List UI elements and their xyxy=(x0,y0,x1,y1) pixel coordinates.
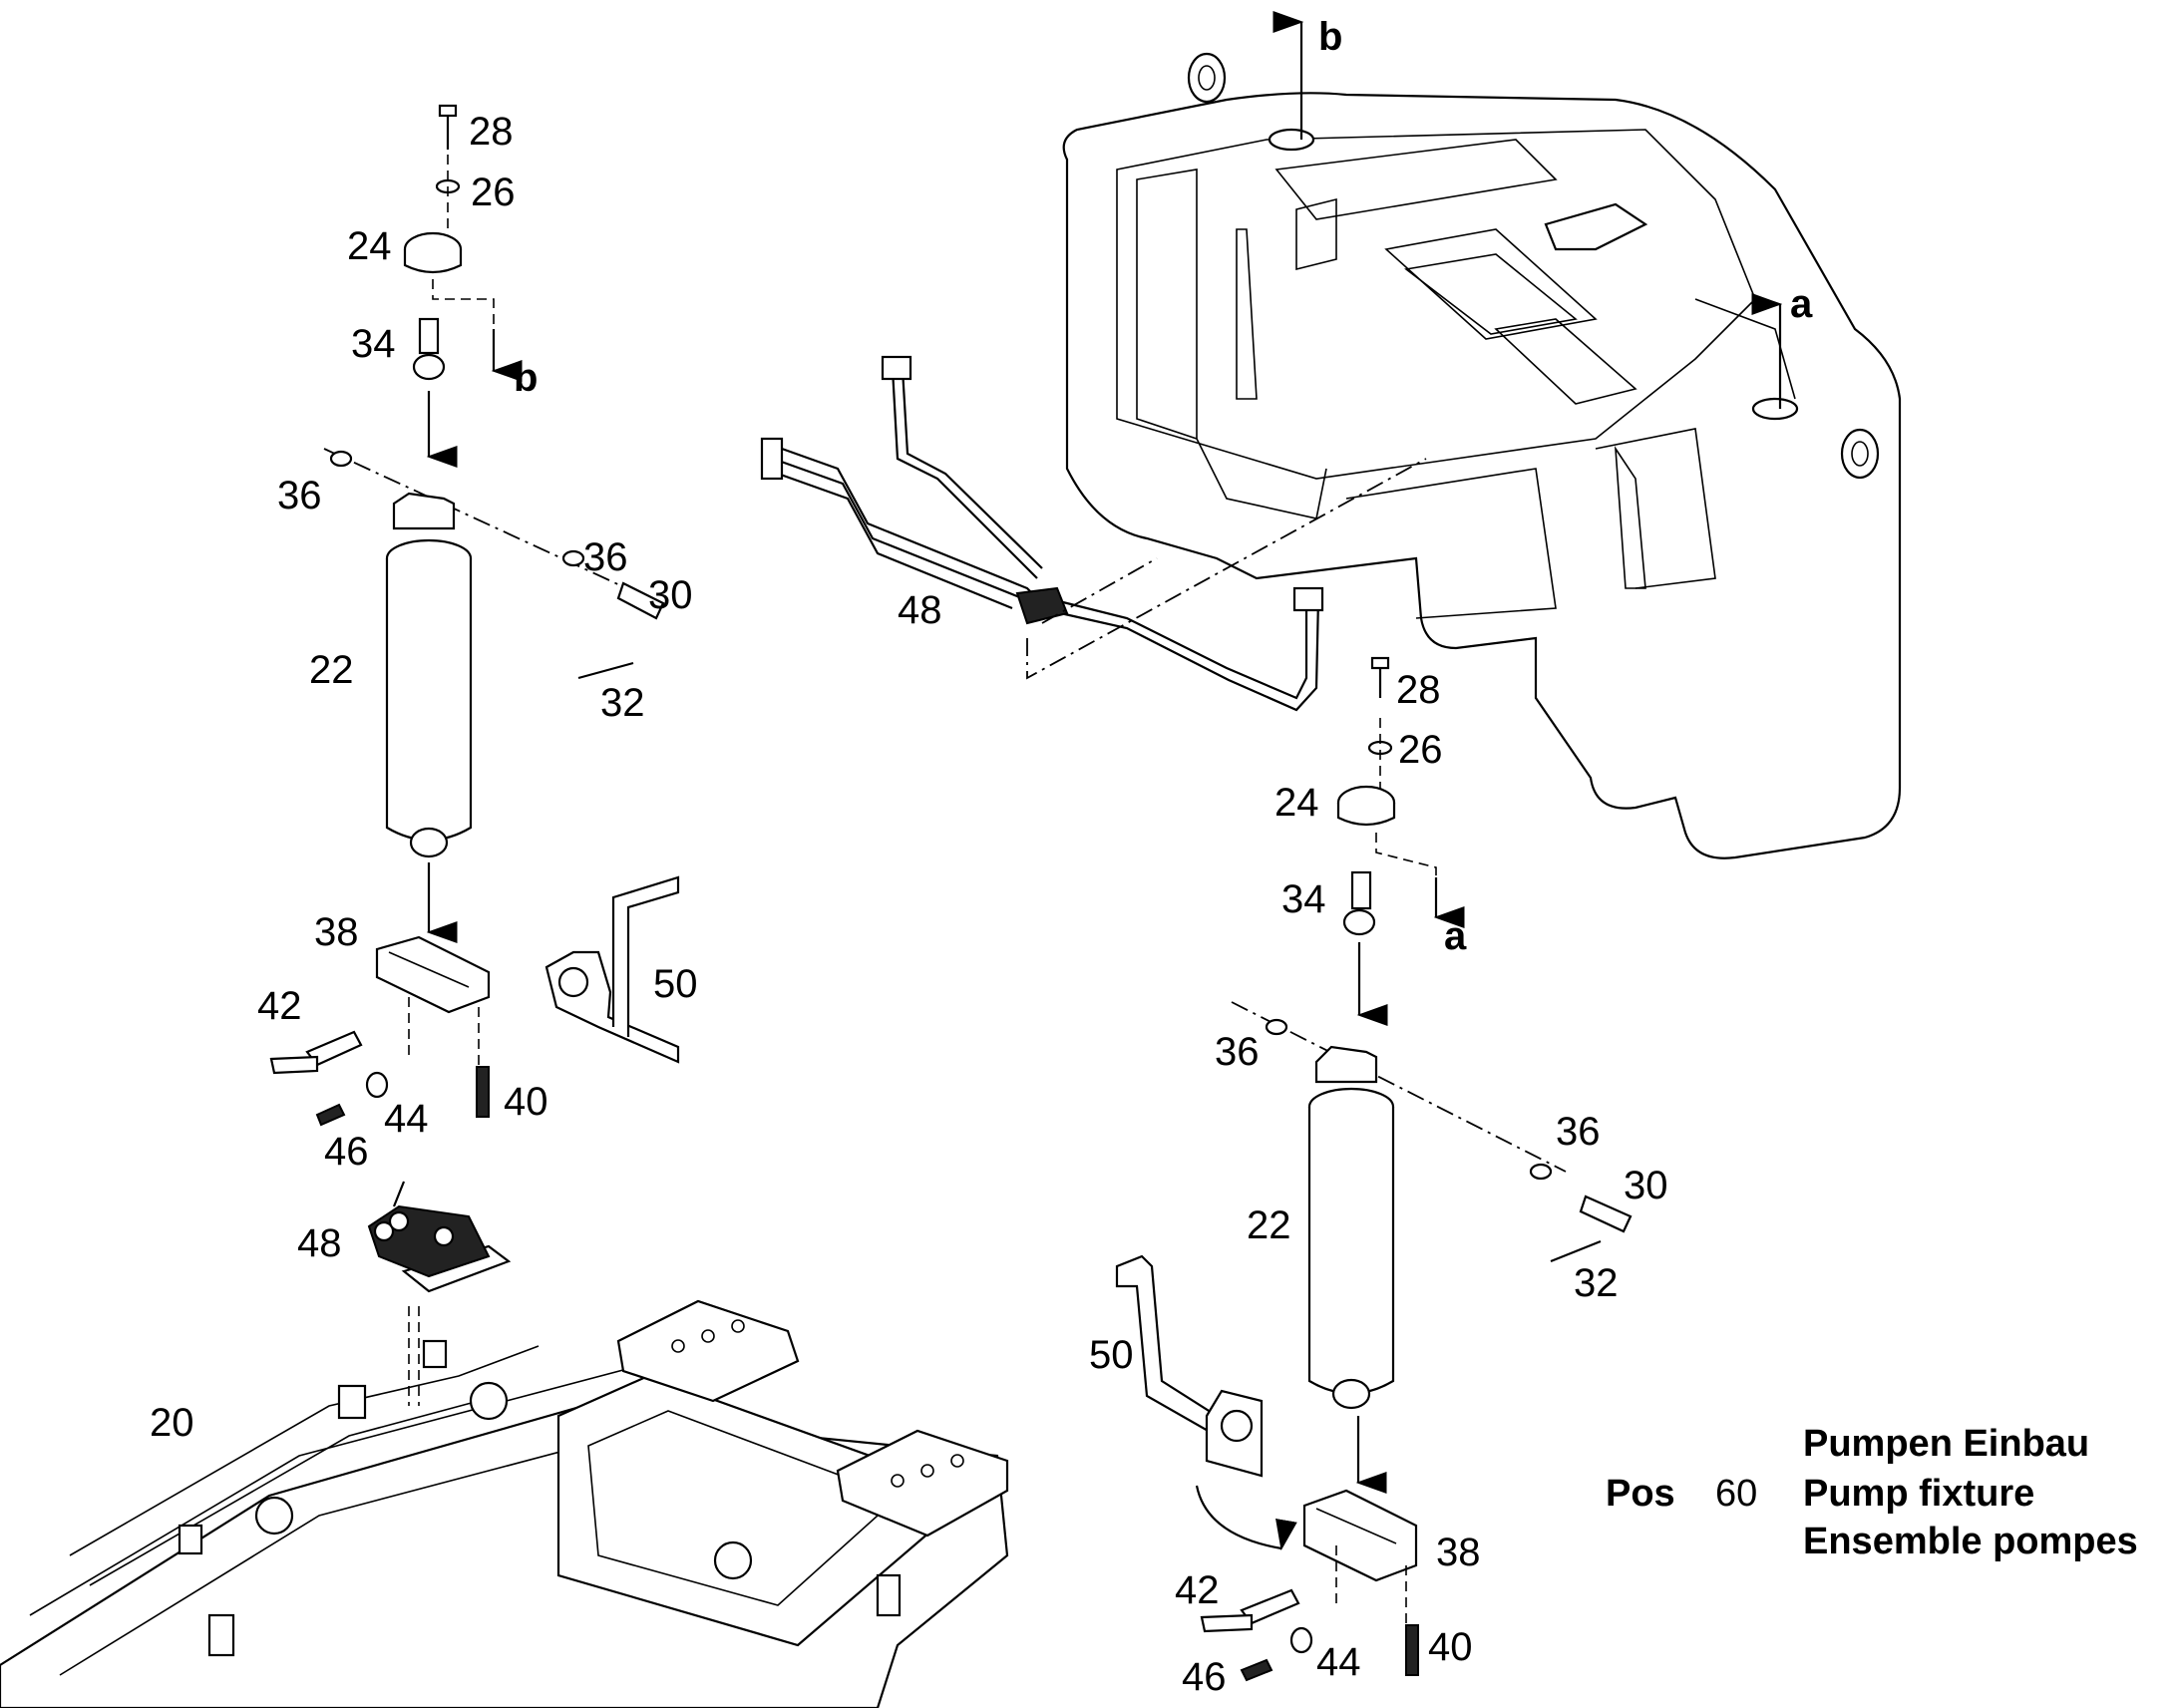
label-26-right: 26 xyxy=(1398,728,1443,772)
label-26-left: 26 xyxy=(471,171,516,214)
label-24-left: 24 xyxy=(347,224,392,268)
control-valve xyxy=(367,1181,512,1293)
label-42-left: 42 xyxy=(257,984,302,1028)
label-36-right-b: 36 xyxy=(1556,1110,1601,1154)
label-36-left-b: 36 xyxy=(583,535,628,579)
left-pump-group xyxy=(269,104,680,1127)
caption-title-fr: Ensemble pompes xyxy=(1803,1521,2138,1562)
label-a-top: a xyxy=(1790,282,1813,326)
label-38-left: 38 xyxy=(314,910,359,954)
label-b-top: b xyxy=(1318,15,1342,59)
label-50-left: 50 xyxy=(653,962,698,1006)
frame xyxy=(0,1299,1009,1708)
label-48-center: 48 xyxy=(898,588,942,632)
label-30-right: 30 xyxy=(1624,1164,1668,1207)
callout-labels: 28 26 24 34 b 36 36 30 22 32 38 42 50 40… xyxy=(150,15,1813,1699)
label-40-right: 40 xyxy=(1428,1625,1473,1669)
caption-title-en: Pump fixture xyxy=(1803,1473,2034,1515)
label-44-left: 44 xyxy=(384,1097,429,1141)
label-34-right: 34 xyxy=(1281,877,1326,921)
label-34-left: 34 xyxy=(351,322,396,366)
caption-pos-label: Pos xyxy=(1606,1473,1675,1515)
label-50-right: 50 xyxy=(1089,1333,1134,1377)
label-a-right: a xyxy=(1444,914,1467,958)
label-36-left-a: 36 xyxy=(277,474,322,517)
caption-title-de: Pumpen Einbau xyxy=(1803,1423,2089,1465)
label-20: 20 xyxy=(150,1401,194,1445)
right-pump-group xyxy=(1115,656,1633,1682)
caption-block: Pumpen Einbau Pos 60 Pump fixture Ensemb… xyxy=(1606,1423,2138,1562)
label-44-right: 44 xyxy=(1316,1640,1361,1684)
hose-assembly xyxy=(760,355,1427,712)
counterweight xyxy=(1062,11,1902,859)
label-32-right: 32 xyxy=(1574,1261,1619,1305)
label-28-left: 28 xyxy=(469,110,514,154)
label-24-right: 24 xyxy=(1274,781,1319,825)
label-48-left: 48 xyxy=(297,1221,342,1265)
label-28-right: 28 xyxy=(1396,668,1441,712)
label-22-right: 22 xyxy=(1247,1203,1291,1247)
label-46-right: 46 xyxy=(1182,1655,1227,1699)
label-30-left: 30 xyxy=(648,573,693,617)
label-36-right-a: 36 xyxy=(1215,1030,1260,1074)
label-42-right: 42 xyxy=(1175,1568,1220,1612)
label-b-left: b xyxy=(514,356,538,400)
label-38-right: 38 xyxy=(1436,1531,1481,1574)
caption-pos-number: 60 xyxy=(1715,1473,1757,1515)
label-40-left: 40 xyxy=(504,1080,548,1124)
label-32-left: 32 xyxy=(600,681,645,725)
label-46-left: 46 xyxy=(324,1130,369,1174)
label-22-left: 22 xyxy=(309,648,354,692)
